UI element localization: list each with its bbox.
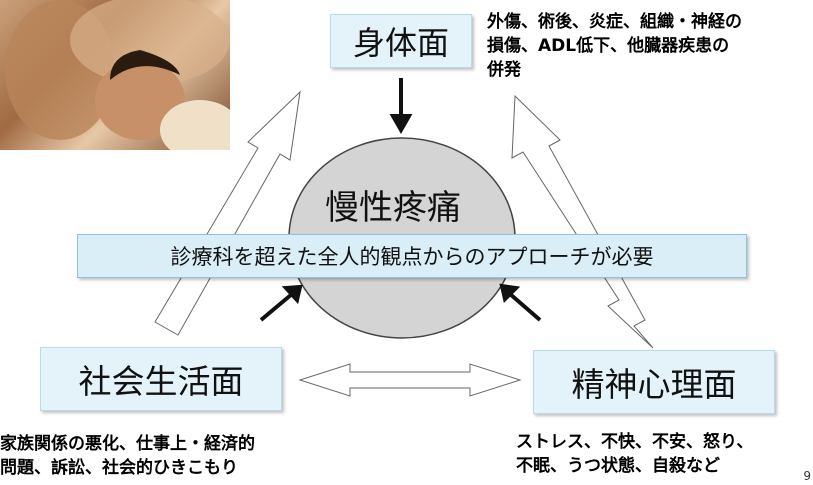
page-number: 9 <box>803 469 811 483</box>
social-box: 社会生活面 <box>40 347 282 411</box>
patient-photo <box>0 0 230 150</box>
psych-box: 精神心理面 <box>533 350 775 414</box>
center-label: 慢性疼痛 <box>325 188 461 228</box>
psych-label: 精神心理面 <box>571 365 737 404</box>
physical-note: 外傷、術後、炎症、組織・神経の 損傷、ADL低下、他臓器疾患の 併発 <box>487 12 742 80</box>
physical-box: 身体面 <box>330 14 472 68</box>
approach-banner: 診療科を超えた全人的観点からのアプローチが必要 <box>77 234 747 278</box>
banner-text: 診療科を超えた全人的観点からのアプローチが必要 <box>170 245 654 269</box>
bottom-hollow-arrow <box>298 363 522 397</box>
physical-label: 身体面 <box>352 24 449 62</box>
right-hollow-arrow <box>511 94 654 349</box>
photo-illustration <box>5 0 230 150</box>
arrow-right-head <box>499 283 521 303</box>
social-label: 社会生活面 <box>78 362 244 401</box>
psych-note: ストレス、不快、不安、怒り、 不眠、うつ状態、自殺など <box>516 432 754 476</box>
social-note: 家族関係の悪化、仕事上・経済的 問題、訴訟、社会的ひきこもり <box>0 434 255 478</box>
arrow-down-head <box>389 114 413 135</box>
left-hollow-arrow <box>154 90 301 336</box>
arrow-left-head <box>281 284 303 305</box>
